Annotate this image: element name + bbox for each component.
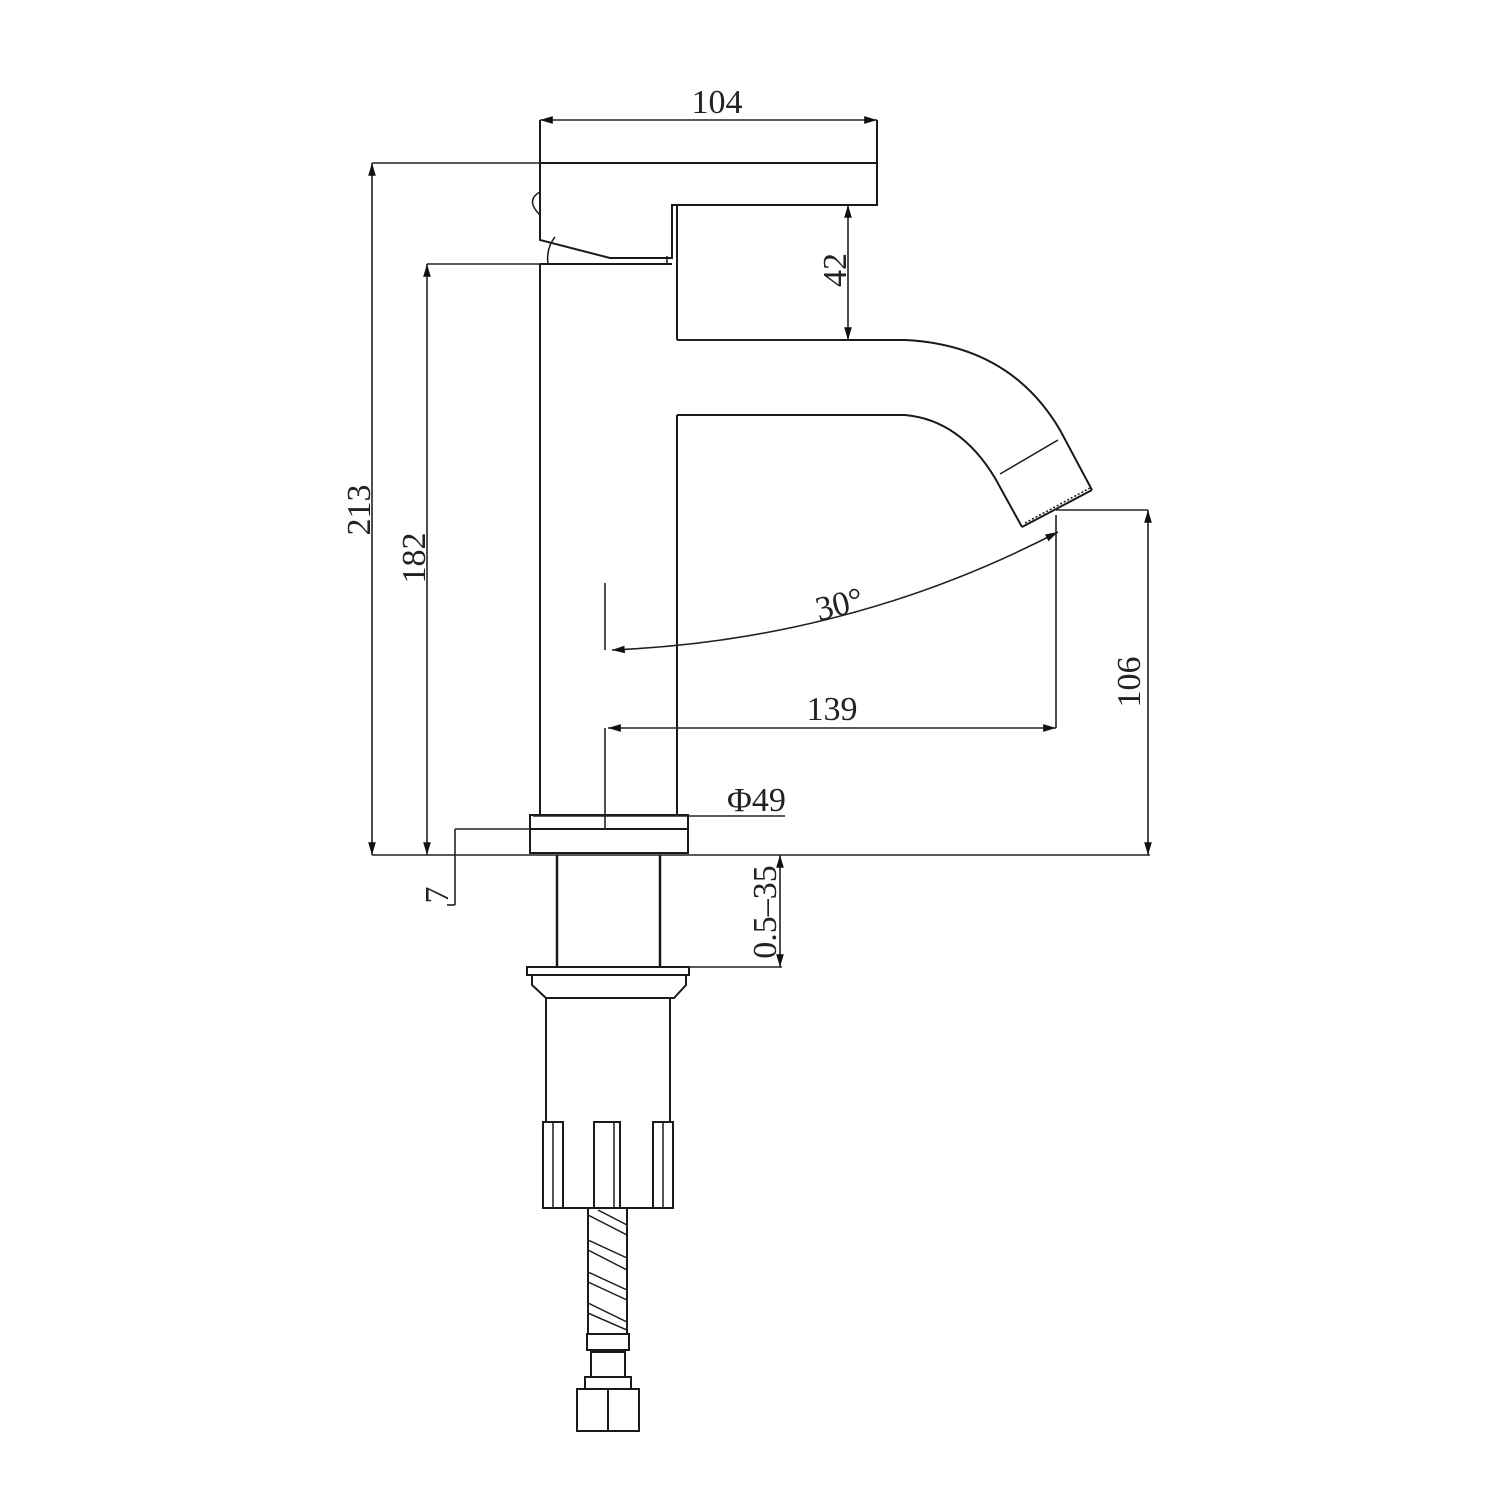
dim-label-7: 7 bbox=[419, 887, 456, 904]
handle-lever bbox=[531, 120, 878, 265]
dim-label-104: 104 bbox=[692, 84, 743, 121]
flexible-hose bbox=[576, 1208, 640, 1432]
dimension-spout-angle: 30° bbox=[604, 531, 1059, 654]
dim-label-phi49: Φ49 bbox=[727, 782, 786, 819]
mounting-shank bbox=[526, 855, 690, 1122]
dim-label-deck-range: 0.5–35 bbox=[747, 865, 784, 959]
base-plate bbox=[529, 814, 689, 854]
faucet-body bbox=[539, 205, 678, 815]
dim-label-106: 106 bbox=[1111, 657, 1148, 708]
dimension-outlet-height: 106 bbox=[1056, 509, 1152, 855]
dimension-overall-height: 213 bbox=[341, 162, 540, 855]
spout bbox=[677, 339, 1093, 528]
dimension-spout-reach: 139 bbox=[604, 515, 1057, 830]
fixing-nut bbox=[542, 1121, 674, 1209]
dimension-handle-width: 104 bbox=[540, 84, 877, 124]
dim-label-42: 42 bbox=[817, 253, 854, 287]
dim-label-30deg: 30° bbox=[812, 581, 867, 628]
dim-label-213: 213 bbox=[341, 485, 378, 536]
dim-label-182: 182 bbox=[396, 533, 433, 584]
dimension-base-thickness: 7 bbox=[419, 828, 530, 906]
dimension-body-height: 182 bbox=[396, 263, 540, 855]
dimension-base-diameter: Φ49 bbox=[533, 782, 786, 819]
dimension-handle-height: 42 bbox=[677, 205, 854, 341]
dimension-deck-thickness: 0.5–35 bbox=[689, 855, 784, 968]
dim-label-139: 139 bbox=[807, 691, 858, 728]
